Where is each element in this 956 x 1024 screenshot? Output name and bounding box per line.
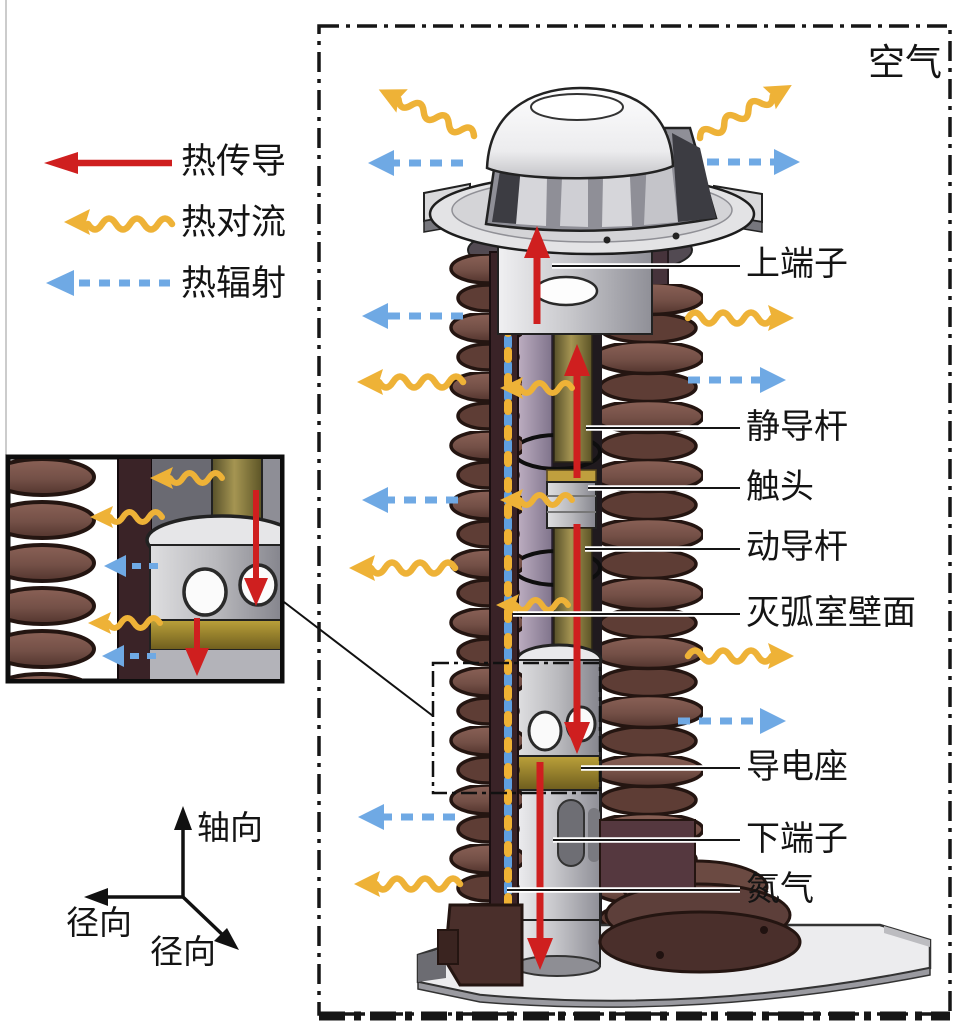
air-label: 空气 [868,43,942,84]
radiation-arrow-icon [46,270,170,296]
heat-radiation-arrows [358,149,800,830]
base-assembly [416,819,932,1008]
coordinate-axes [84,806,239,950]
inset-connector-line [283,601,434,717]
axis-label-radial-diag: 径向 [150,935,216,971]
heat-convection-arrows [349,85,794,897]
inset-fins [10,459,96,679]
dome-cap [485,86,675,180]
label-lower-terminal: 下端子 [746,821,848,858]
inset-seat-hole [182,567,228,617]
inset-convection-arrows [88,467,225,634]
label-conductive-seat: 导电座 [746,749,848,786]
terminal-slot-hole [533,275,599,307]
label-moving-rod: 动导杆 [746,529,848,566]
convection-arrow-icon [64,209,176,235]
detail-selection-box [431,661,602,795]
detail-inset-box [5,454,285,684]
heat-conduction-arrows [524,226,590,970]
legend-radiation-label: 热辐射 [181,264,287,303]
air-boundary-border [317,24,952,1016]
seat-hole [527,710,563,752]
label-nitrogen: 氮气 [746,871,814,908]
terminal-slot [557,799,585,867]
label-contact: 触头 [746,469,814,506]
inset-radiation-arrows [102,555,158,667]
terminal-slot [588,808,600,862]
inset-lower [150,650,280,679]
conduction-arrow-icon [44,152,172,174]
axis-label-radial-left: 径向 [66,906,132,942]
legend-conduction-label: 热传导 [181,142,287,181]
legend-icons [44,152,176,296]
label-static-rod: 静导杆 [746,409,848,446]
inset-conduction-arrows [185,490,268,676]
legend-convection-label: 热对流 [181,203,287,242]
axis-label-axial: 轴向 [197,811,263,847]
leader-lines [507,265,740,891]
label-chamber-wall: 灭弧室壁面 [746,595,916,632]
seat-gold-band [517,755,601,791]
label-upper-terminal: 上端子 [746,246,848,283]
inset-gold-band [149,619,280,651]
